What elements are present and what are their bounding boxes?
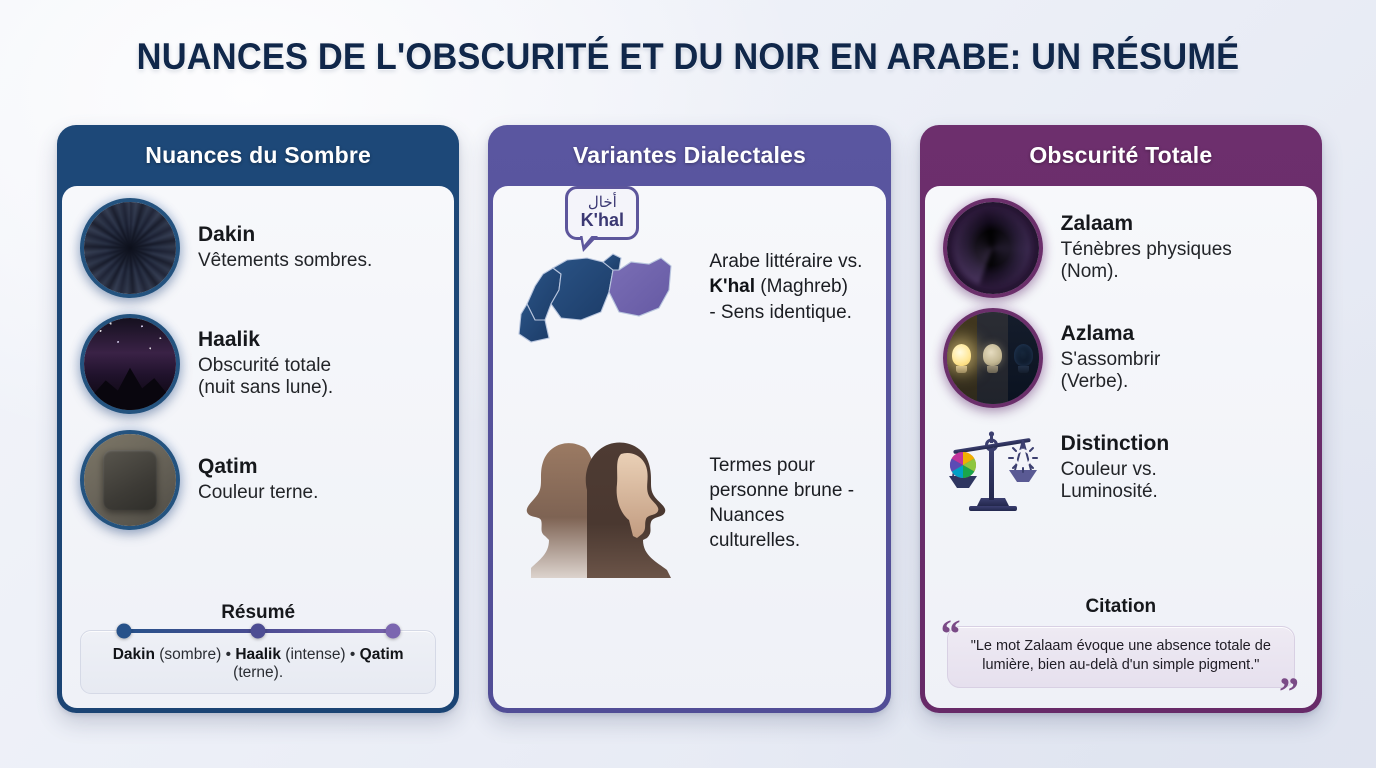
dull-square-icon — [80, 430, 180, 530]
summary-title: Résumé — [221, 602, 296, 623]
term-label: Haalik — [198, 328, 260, 352]
progress-dot-2 — [250, 623, 266, 639]
cultural-nuances-text: Termes pour personne brune - Nuances cul… — [709, 454, 855, 552]
card-1-footer: Résumé Dakin (sombre) • Haalik (intense)… — [80, 602, 437, 698]
term-description: S'assombrir (Verbe). — [1060, 348, 1161, 393]
summary-term-3: Qatim — [359, 646, 404, 663]
card-nuances-du-sombre: Nuances du Sombre Dakin Vêtements sombre… — [57, 125, 460, 713]
card-obscurite-totale: Obscurité Totale Zalaam Ténèbres physiqu… — [919, 125, 1322, 713]
card-1-body: Dakin Vêtements sombres. Haalik Obscurit… — [62, 186, 455, 708]
card-3-header: Obscurité Totale — [1029, 142, 1213, 168]
dark-fabric-icon — [80, 198, 180, 298]
summary-rest-1: (sombre) — [154, 646, 222, 663]
two-profiles-icon — [509, 424, 695, 582]
term-label: Azlama — [1060, 322, 1135, 346]
term-label: Qatim — [198, 455, 258, 479]
list-item: Distinction Couleur vs. Luminosité. — [943, 418, 1299, 518]
bubble-arabic-text: أخال — [587, 194, 617, 212]
progress-dot-1 — [116, 623, 132, 639]
term-description: Ténèbres physiques (Nom). — [1060, 238, 1232, 283]
list-item: Qatim Couleur terne. — [80, 430, 436, 530]
dialect-map-row: Arabe littéraire vs. K'hal (Maghreb) - S… — [509, 208, 865, 366]
summary-term-2: Haalik — [235, 646, 281, 663]
citation-text: "Le mot Zalaam évoque une absence totale… — [946, 625, 1295, 688]
dialect-bold-term: K'hal — [709, 276, 756, 298]
list-item: Haalik Obscurité totale (nuit sans lune)… — [80, 314, 436, 414]
dialect-line-1: Arabe littéraire vs. — [709, 251, 863, 273]
term-label: Distinction — [1060, 432, 1170, 456]
balance-scale-icon — [943, 418, 1043, 518]
close-quote-icon: ” — [1278, 669, 1299, 713]
maghreb-map-icon — [509, 208, 695, 366]
card-3-body: Zalaam Ténèbres physiques (Nom). — [924, 186, 1317, 712]
page-title: NUANCES DE L'OBSCURITÉ ET DU NOIR EN ARA… — [136, 36, 1240, 77]
card-3-footer: Citation “ "Le mot Zalaam évoque une abs… — [941, 594, 1299, 712]
open-quote-icon: “ — [940, 610, 961, 656]
list-item: Azlama S'assombrir (Verbe). — [942, 308, 1299, 408]
card-3-item-list: Zalaam Ténèbres physiques (Nom). — [942, 198, 1299, 528]
bubble-tail — [580, 233, 599, 252]
term-description: Couleur vs. Luminosité. — [1060, 458, 1158, 503]
dialect-line-2: (Maghreb) — [755, 276, 848, 298]
dimming-bulbs-icon — [942, 308, 1043, 408]
speech-bubble-icon: أخال K'hal — [565, 186, 640, 252]
dialect-map-text: Arabe littéraire vs. K'hal (Maghreb) - S… — [709, 249, 862, 324]
summary-box: Dakin (sombre) • Haalik (intense) • Qati… — [80, 623, 437, 694]
citation-wrapper: “ "Le mot Zalaam évoque une absence tota… — [941, 613, 1299, 711]
summary-sep-1: • — [221, 646, 236, 663]
term-label: Dakin — [198, 223, 256, 247]
cultural-nuances-row: Termes pour personne brune - Nuances cul… — [509, 424, 865, 582]
card-1-header: Nuances du Sombre — [145, 142, 372, 168]
list-item: Zalaam Ténèbres physiques (Nom). — [942, 198, 1299, 298]
term-description: Vêtements sombres. — [198, 250, 373, 272]
citation-title: Citation — [1085, 595, 1157, 617]
term-description: Obscurité totale (nuit sans lune). — [198, 354, 334, 399]
black-hole-icon — [942, 198, 1043, 298]
summary-rest-2: (intense) — [280, 646, 346, 663]
card-2-body: Arabe littéraire vs. K'hal (Maghreb) - S… — [493, 186, 886, 708]
card-1-item-list: Dakin Vêtements sombres. Haalik Obscurit… — [80, 198, 436, 546]
list-item: Dakin Vêtements sombres. — [80, 198, 436, 298]
summary-sep-2: • — [345, 646, 360, 663]
dialect-line-3: - Sens identique. — [709, 301, 852, 323]
card-2-header: Variantes Dialectales — [572, 142, 807, 168]
bubble-latin-text: K'hal — [580, 209, 624, 230]
card-variantes-dialectales: Variantes Dialectales — [488, 125, 891, 713]
summary-rest-3: (terne). — [233, 664, 284, 681]
term-label: Zalaam — [1060, 212, 1134, 236]
night-mountain-icon — [80, 314, 180, 414]
summary-term-1: Dakin — [112, 646, 155, 663]
progress-dot-3 — [385, 623, 401, 639]
page-title-container: NUANCES DE L'OBSCURITÉ ET DU NOIR EN ARA… — [0, 36, 1376, 78]
progress-track — [116, 623, 401, 639]
cards-container: Nuances du Sombre Dakin Vêtements sombre… — [57, 125, 1322, 713]
term-description: Couleur terne. — [198, 482, 319, 504]
summary-text: Dakin (sombre) • Haalik (intense) • Qati… — [91, 646, 425, 682]
